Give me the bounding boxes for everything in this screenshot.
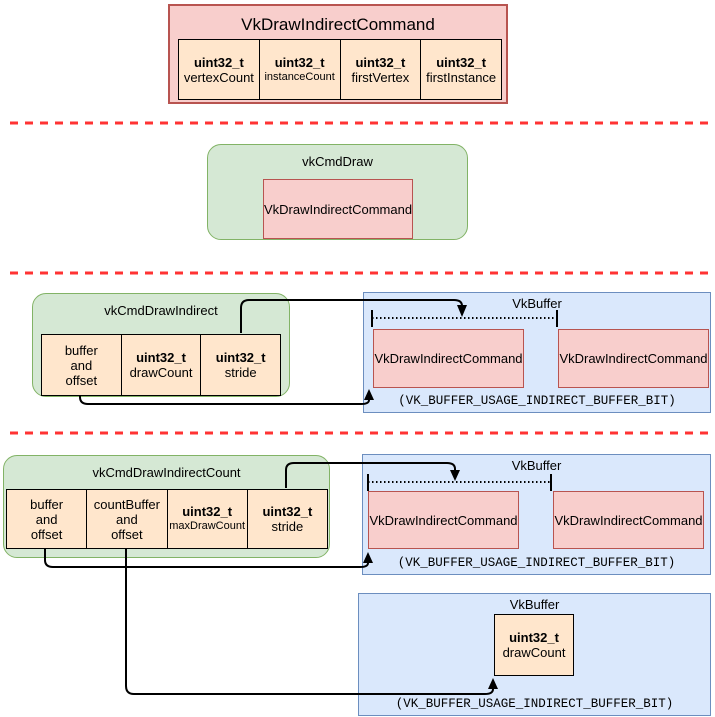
- field-name: drawCount: [502, 645, 566, 660]
- buffer2-command-item: VkDrawIndirectCommand: [368, 491, 519, 549]
- buffer3-usage-caption: (VK_BUFFER_USAGE_INDIRECT_BUFFER_BIT): [395, 697, 674, 711]
- buffer2-usage-caption: (VK_BUFFER_USAGE_INDIRECT_BUFFER_BIT): [397, 556, 676, 570]
- param-drawcount: uint32_t drawCount: [121, 334, 202, 396]
- buffer1-command-item: VkDrawIndirectCommand: [373, 329, 524, 388]
- vkcmddrawindirectcount-title: vkCmdDrawIndirectCount: [92, 465, 241, 480]
- param-label: countBuffer and offset: [93, 496, 160, 542]
- vkbuffer1-title: VkBuffer: [512, 296, 562, 311]
- param-maxdrawcount: uint32_t maxDrawCount: [167, 489, 248, 549]
- vkcmddraw-command-struct: VkDrawIndirectCommand: [263, 179, 413, 239]
- struct-def-title: VkDrawIndirectCommand: [241, 15, 435, 34]
- field-firstinstance: uint32_t firstInstance: [421, 39, 502, 100]
- param-name: stride: [224, 365, 257, 380]
- buffer3-field-wrap: uint32_t drawCount: [494, 614, 574, 676]
- param-countbuffer-offset: countBuffer and offset: [87, 489, 168, 549]
- buffer1-usage-caption: (VK_BUFFER_USAGE_INDIRECT_BUFFER_BIT): [398, 394, 676, 408]
- field-name: instanceCount: [264, 70, 335, 83]
- vkcmddrawindirectcount-param-row: buffer and offset countBuffer and offset…: [6, 489, 328, 549]
- param-name: drawCount: [129, 365, 193, 380]
- drawcount-field: uint32_t drawCount: [494, 614, 574, 676]
- vkbuffer1-box: VkBuffer VkDrawIndirectCommand VkDrawInd…: [363, 292, 711, 413]
- param-type: uint32_t: [262, 504, 313, 519]
- param-type: uint32_t: [136, 350, 186, 365]
- field-vertexcount: uint32_t vertexCount: [178, 39, 260, 100]
- field-type: uint32_t: [274, 54, 325, 70]
- vkcmddrawindirectcount-box: vkCmdDrawIndirectCount buffer and offset…: [3, 455, 330, 558]
- param-label: buffer and offset: [30, 496, 64, 542]
- vkcmddrawindirect-title: vkCmdDrawIndirect: [104, 303, 218, 318]
- param-type: uint32_t: [215, 350, 266, 365]
- field-firstvertex: uint32_t firstVertex: [340, 39, 422, 100]
- buffer2-command-item: VkDrawIndirectCommand: [553, 491, 704, 549]
- field-type: uint32_t: [436, 54, 487, 70]
- field-instancecount: uint32_t instanceCount: [259, 39, 341, 100]
- field-type: uint32_t: [193, 54, 244, 70]
- field-type: uint32_t: [355, 54, 406, 70]
- vkcmddraw-box: vkCmdDraw VkDrawIndirectCommand: [207, 144, 468, 240]
- buffer1-command-item: VkDrawIndirectCommand: [558, 329, 709, 388]
- param-name: stride: [271, 519, 304, 534]
- field-name: firstInstance: [426, 69, 497, 85]
- vkbuffer2-box: VkBuffer VkDrawIndirectCommand VkDrawInd…: [362, 454, 711, 575]
- vkbuffer3-box: VkBuffer uint32_t drawCount (VK_BUFFER_U…: [358, 593, 711, 716]
- param-stride: uint32_t stride: [247, 489, 328, 549]
- param-name: maxDrawCount: [169, 520, 246, 532]
- param-stride: uint32_t stride: [201, 334, 282, 396]
- param-buffer-offset: buffer and offset: [41, 334, 122, 396]
- field-type: uint32_t: [509, 630, 559, 645]
- vkcmddrawindirect-box: vkCmdDrawIndirect buffer and offset uint…: [32, 293, 290, 397]
- param-type: uint32_t: [182, 504, 233, 519]
- struct-def-box: VkDrawIndirectCommand uint32_t vertexCou…: [168, 4, 508, 104]
- vkbuffer3-title: VkBuffer: [509, 597, 560, 612]
- struct-field-row: uint32_t vertexCount uint32_t instanceCo…: [178, 39, 502, 100]
- vkbuffer2-title: VkBuffer: [511, 458, 562, 473]
- field-name: vertexCount: [183, 69, 254, 85]
- field-name: firstVertex: [351, 69, 410, 85]
- vkcmddraw-title: vkCmdDraw: [302, 154, 373, 169]
- param-label: buffer and offset: [64, 342, 98, 388]
- param-buffer-offset: buffer and offset: [6, 489, 88, 549]
- vkcmddrawindirect-param-row: buffer and offset uint32_t drawCount uin…: [41, 334, 282, 396]
